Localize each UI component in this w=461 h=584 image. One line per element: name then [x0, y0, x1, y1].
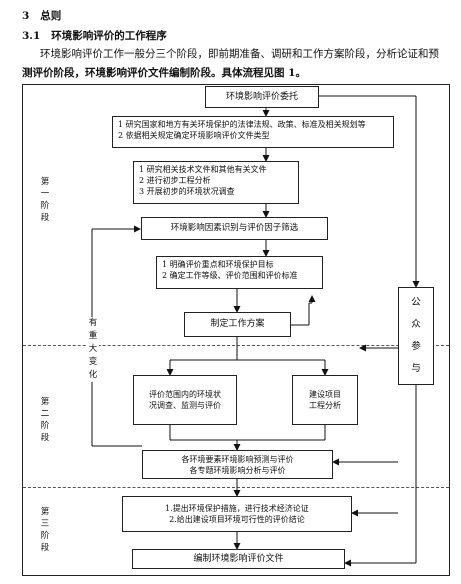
stage-3-label: 第三阶段 — [40, 507, 50, 553]
subsection-heading: 3.1 环境影响评价的工作程序 — [22, 30, 167, 42]
section-heading: 3 总则 — [22, 10, 62, 22]
box-protection-measures: 1.提出环境保护措施，进行技术经济论证 2.给出建设项目环境可行性的评价结论 — [122, 496, 352, 532]
flowchart-frame — [22, 84, 450, 576]
box-commission: 环境影响评价委托 — [205, 86, 319, 108]
box-environment-survey: 评价范围内的环境状 况调查、监测与评价 — [133, 375, 237, 425]
paragraph-line-1: 环境影响评价工作一般分三个阶段，即前期准备、调研和工作方案阶段，分析论证和预 — [40, 48, 439, 60]
stage-1-label: 第一阶段 — [40, 177, 50, 223]
major-change-label: 有重大变化 — [87, 317, 99, 382]
box-factor-identification: 环境影响因素识别与评价因子筛选 — [141, 217, 328, 240]
box-prediction-evaluation: 各环境要素环境影响预测与评价 各专题环境影响分析与评价 — [142, 450, 333, 479]
box-focus-standards: 1 明确评价重点和环境保护目标 2 确定工作等级、评价范围和评价标准 — [156, 256, 323, 289]
paragraph-line-2: 测评价阶段，环境影响评价文件编制阶段。具体流程见图 1。 — [22, 67, 306, 79]
box-project-analysis: 建设项目 工程分析 — [292, 375, 358, 425]
box-work-plan: 制定工作方案 — [184, 312, 291, 337]
stage-2-label: 第二阶段 — [40, 397, 50, 443]
box-public-participation: 公众参与 — [398, 287, 434, 385]
box-research: 1 研究相关技术文件和其他有关文件 2 进行初步工程分析 3 开展初步的环境状况… — [133, 161, 299, 204]
stage-divider-2 — [23, 487, 449, 488]
stage-divider-1 — [23, 345, 449, 346]
box-compile-report: 编制环境影响评价文件 — [132, 549, 345, 569]
box-laws-regulations: 1 研究国家和地方有关环境保护的法律法规、政策、标准及相关规划等 2 依据相关规… — [112, 116, 394, 148]
